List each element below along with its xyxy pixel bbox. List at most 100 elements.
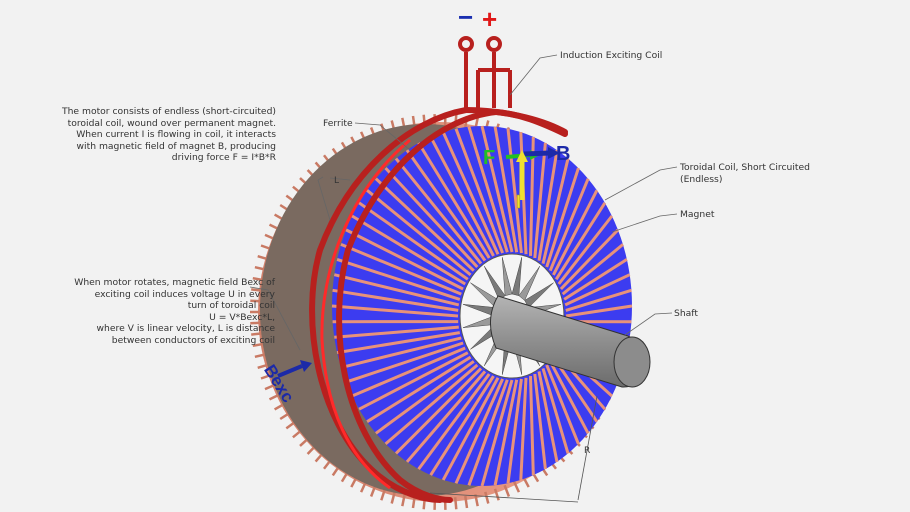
coil-rim-tooth (401, 494, 406, 507)
coil-winding (417, 373, 491, 470)
coil-rim-tooth (252, 342, 265, 348)
coil-rim-tooth (250, 321, 263, 325)
coil-winding (334, 325, 459, 339)
magnet-label: Magnet (680, 209, 715, 220)
minus-symbol: − (458, 2, 473, 32)
coil-rim-tooth (464, 495, 469, 509)
coil-winding (429, 375, 495, 476)
coil-winding (533, 373, 547, 470)
coil-winding (559, 228, 619, 291)
coil-winding (537, 371, 559, 463)
ferrite-label: Ferrite (323, 118, 353, 129)
coil-winding (336, 257, 461, 301)
coil-winding (506, 128, 523, 254)
coil-winding (358, 351, 469, 411)
coil-winding (529, 376, 535, 476)
description-line: driving force F = I*B*R (171, 152, 276, 164)
hub-star-blade (524, 282, 554, 309)
coil-winding (493, 379, 519, 486)
rotation-description: When motor rotates, magnetic field Bexc … (40, 277, 275, 347)
coil-rim-tooth (257, 363, 270, 369)
induction-coil-label: Induction Exciting Coil (560, 50, 663, 61)
coil-winding (565, 304, 633, 318)
description-line: The motor consists of endless (short-cir… (62, 106, 276, 117)
coil-winding (537, 149, 559, 261)
motor-description: The motor consists of endless (short-cir… (40, 106, 276, 164)
coil-rim-tooth (251, 331, 264, 336)
exciting-coil-ends (458, 36, 512, 108)
coil-winding (467, 126, 509, 253)
coil-rim-tooth (484, 491, 490, 504)
coil-winding (554, 201, 607, 281)
coil-winding (345, 228, 464, 291)
coil-winding (405, 149, 487, 262)
coil-winding (417, 142, 491, 259)
field-arrow-b (523, 147, 560, 159)
terminal-plus (486, 36, 502, 52)
coil-winding (336, 331, 461, 355)
length-label: L (334, 176, 339, 186)
description-line: where V is linear velocity, L is distanc… (96, 323, 276, 335)
coil-winding (351, 346, 466, 398)
coil-rim-tooth (390, 491, 396, 504)
coil-winding (375, 360, 475, 435)
coil-winding (506, 378, 523, 484)
ferrite-edge-highlight (320, 138, 411, 490)
description-line: turn of toroidal coil (187, 300, 275, 312)
coil-winding (332, 288, 459, 312)
coil-winding (519, 377, 528, 480)
leader-lines (249, 54, 678, 351)
description-line: toroidal coil, wound over permanent magn… (67, 117, 276, 129)
description-line: between conductors of exciting coil (111, 334, 275, 346)
coil-winding (545, 364, 580, 445)
coil-winding (454, 128, 505, 254)
coil-winding (345, 341, 464, 384)
coil-winding (366, 189, 472, 277)
description-line: U = V*Bexc*L, (209, 311, 275, 323)
description-line: When motor rotates, magnetic field Bexc … (74, 277, 275, 288)
coil-rim-tooth (503, 484, 511, 497)
terminal-minus (458, 36, 474, 52)
coil-winding (340, 336, 462, 370)
shaft-end (613, 336, 651, 388)
coil-winding (333, 273, 460, 307)
coil-winding (441, 377, 500, 481)
coil-winding (405, 370, 487, 463)
coil-winding (564, 273, 631, 307)
current-label: I (516, 192, 521, 212)
coil-winding (384, 167, 479, 269)
toroidal-coil-label-line2: (Endless) (680, 173, 723, 185)
description-line: exciting coil induces voltage U in every (94, 288, 275, 300)
coil-winding (561, 243, 624, 296)
coil-winding (394, 157, 483, 265)
coil-winding (563, 258, 628, 301)
coil-winding (340, 243, 462, 296)
force-label: F (483, 147, 495, 169)
coil-winding (480, 125, 514, 253)
coil-winding (541, 158, 570, 264)
coil-rim-tooth (369, 484, 377, 497)
coil-rim-tooth (380, 488, 387, 501)
coil-rim-tooth (254, 352, 267, 359)
toroidal-coil-label: Toroidal Coil, Short Circuited (Endless) (680, 162, 810, 185)
coil-winding (548, 360, 590, 434)
bexc-arrow (277, 360, 312, 378)
coil-rim-tooth (512, 480, 521, 493)
coil-winding (467, 379, 509, 486)
coil-winding (541, 367, 570, 454)
coil-winding (429, 136, 495, 257)
coil-winding (552, 189, 599, 276)
radius-dimension (429, 395, 598, 503)
coil-winding (366, 355, 472, 423)
hub-star-blade (518, 265, 541, 301)
shaft-label: Shaft (674, 308, 698, 319)
coil-winding (358, 201, 469, 281)
coil-rim-tooth (493, 488, 500, 501)
hub-star-blade (501, 257, 513, 297)
radius-label: R (584, 446, 590, 456)
field-label-b: B (556, 143, 570, 165)
current-arrow (516, 150, 528, 200)
coil-winding (545, 167, 580, 268)
